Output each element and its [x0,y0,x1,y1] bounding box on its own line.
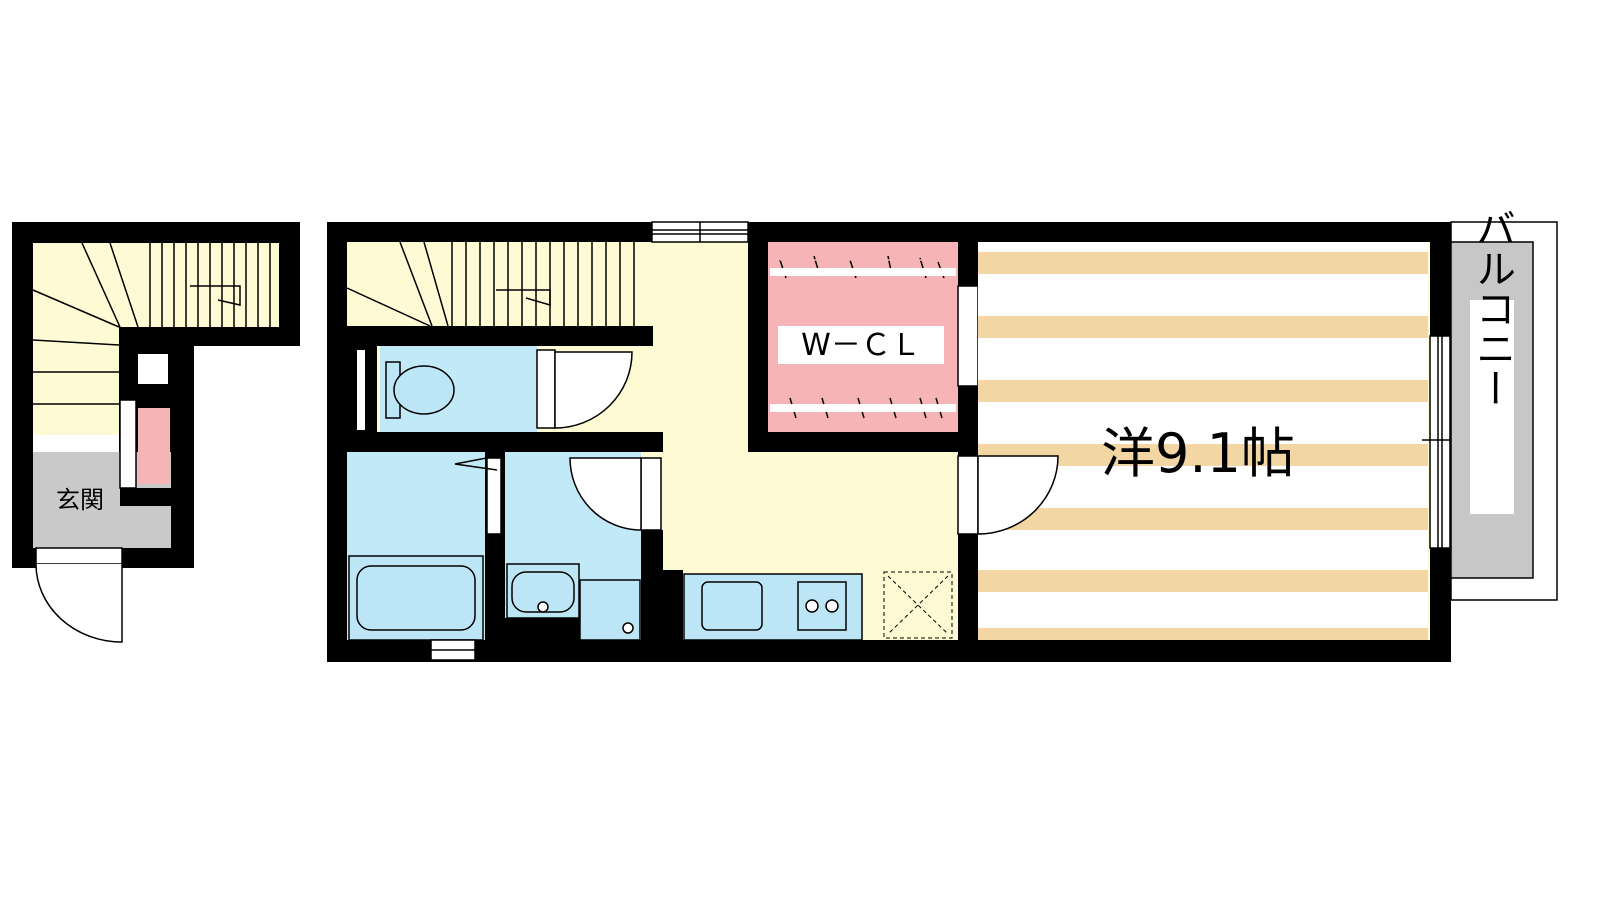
bath-door [486,457,502,535]
closet-hanger-bar-top [770,268,956,276]
stair-floor-lower [33,243,119,435]
balcony-label: バルコニー [1469,208,1515,408]
top-window [651,221,749,243]
toilet-left-gap [357,350,365,430]
wash-basin [506,563,580,619]
wall-under-toilet [347,432,663,452]
balcony-window [1422,335,1458,549]
entrance-label: 玄関 [56,486,104,514]
stair-treads-left [32,242,271,405]
shoe-cabinet [138,408,170,484]
main-unit: W－ＣＬ 洋9.1帖 [327,221,1458,662]
entrance-step-black [120,488,172,506]
small-opening [138,354,168,384]
wall-wash-right [641,530,663,640]
entrance-post [119,399,137,489]
floor-stripes [978,252,1428,640]
balcony: バルコニー [1450,208,1558,601]
toilet-fixture [385,361,455,419]
bath-door-arrow [454,455,498,471]
bathtub-inner [356,565,476,631]
kitchen-counter [683,573,863,641]
closet-label: W－ＣＬ [801,328,921,363]
entrance-door [35,547,123,643]
wall-left-of-counter [663,570,683,640]
washing-machine [579,579,641,641]
fridge-space [883,571,953,639]
closet-label-bg [778,326,944,364]
wash-wall-bottom [505,618,581,640]
room-label: 洋9.1帖 [1101,422,1295,485]
wash-door [569,457,662,531]
closet-hanger-bar-bottom [770,404,956,412]
entrance-threshold [33,435,119,452]
room-door [957,455,1059,535]
entrance-unit: 玄関 [12,222,300,643]
balcony-label-bg [1470,300,1514,514]
stair-treads-main [346,241,635,327]
toilet-door [536,349,633,429]
wall-under-stair [347,326,653,346]
